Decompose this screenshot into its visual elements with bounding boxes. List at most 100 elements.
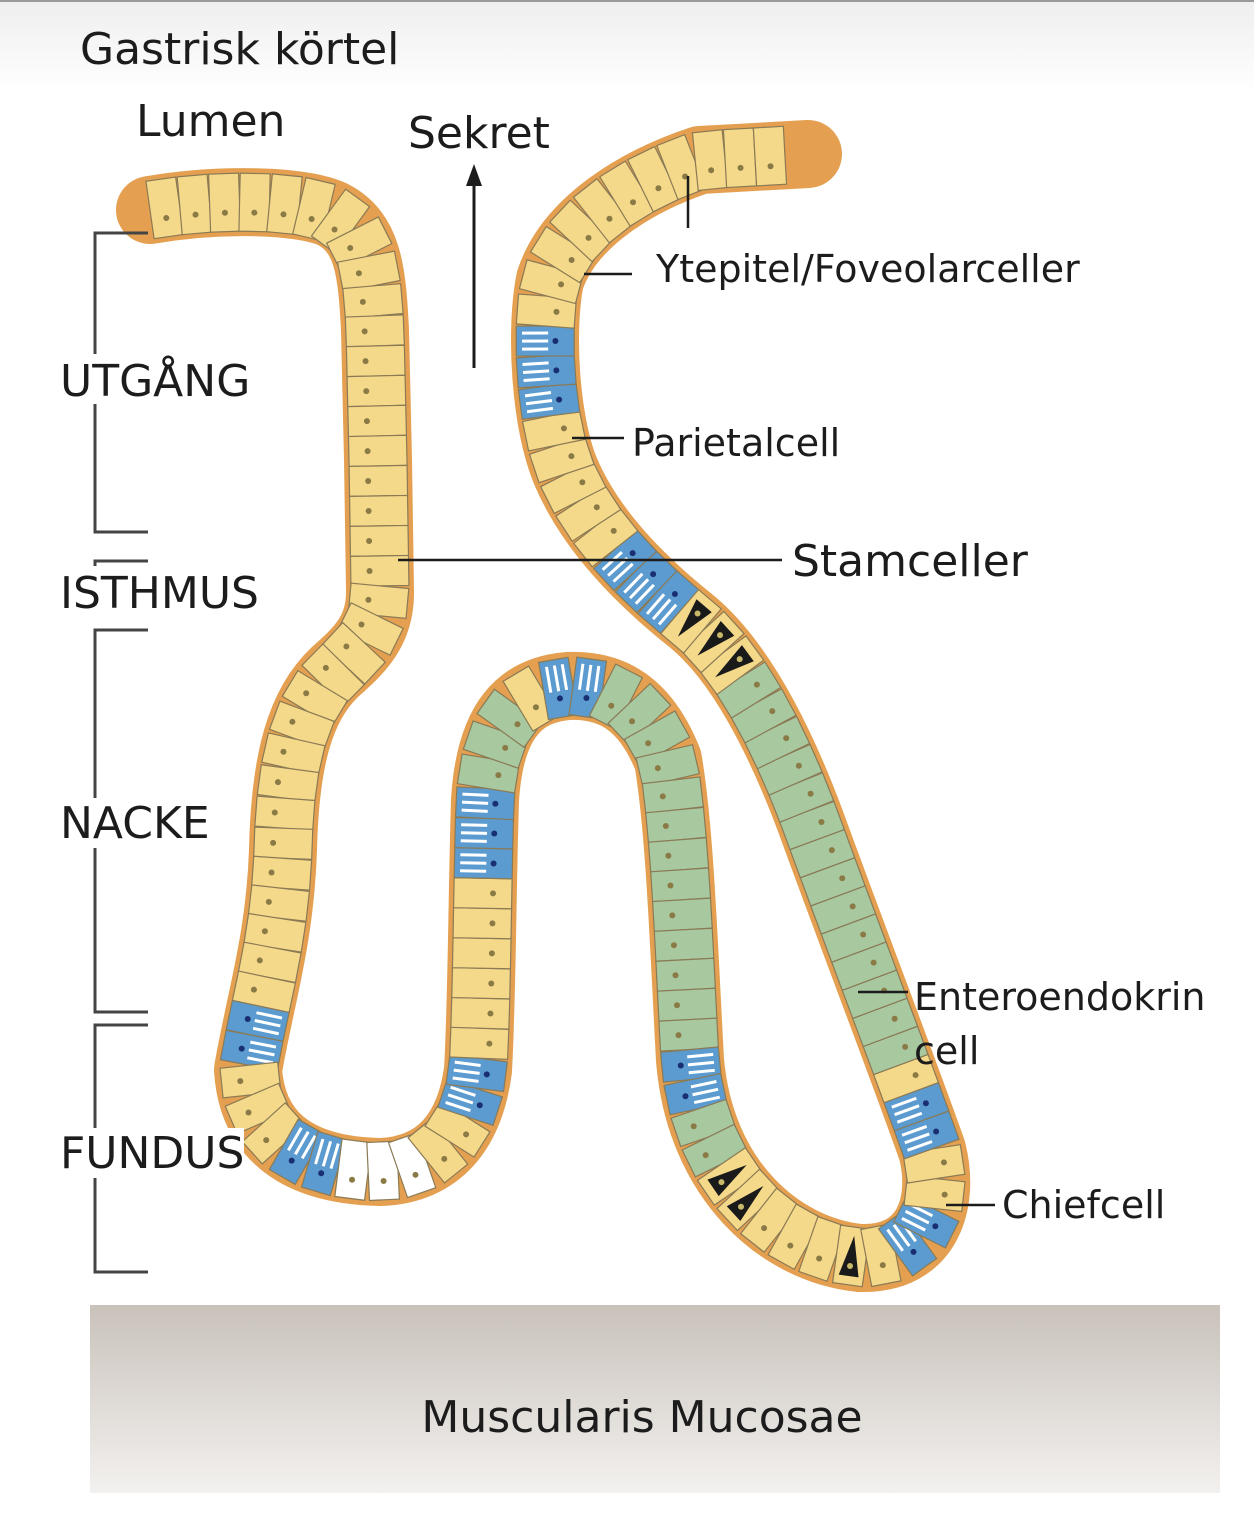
surface-cell [502,665,560,732]
parietal-canaliculi [544,663,569,693]
cell-nucleus [322,664,329,671]
cell-nucleus [244,1015,251,1022]
cell-nucleus [672,972,679,979]
cell-nucleus [659,793,666,800]
surface-cell [321,621,387,685]
surface-cell [253,826,314,860]
cell-nucleus [280,211,287,218]
enteroendocrine-granule [697,620,735,656]
cell-nucleus [670,942,677,949]
chief-cell [651,897,713,933]
cell-nucleus [902,1043,909,1050]
cell-nucleus [553,308,560,315]
surface-cell [451,937,512,970]
surface-cell [176,173,213,236]
surface-cell [691,129,729,192]
surface-cell [752,125,788,187]
chief-cell-label: Chiefcell [1002,1183,1165,1227]
parietal-canaliculi [623,572,655,605]
chief-cell [647,837,710,873]
section-label-isthmus: ISTHMUS [60,568,259,619]
surface-cell [572,177,634,244]
parietal-canaliculi [891,1096,923,1124]
cell-nucleus [365,508,372,515]
surface-cell [656,133,707,201]
title-band [0,0,1254,92]
cell-nucleus [560,425,567,432]
cell-nucleus [879,1262,886,1269]
parietal-canaliculi [522,361,550,382]
cell-nucleus [363,418,370,425]
cell-nucleus [487,1010,494,1017]
enteroendocrine-granule [726,1186,764,1221]
lumen-label: Lumen [136,96,285,147]
cell-nucleus [347,244,354,251]
cell-nucleus [163,214,170,221]
cell-nucleus [645,740,652,747]
surface-cell [336,250,401,293]
surface-cell [598,160,657,228]
page-title: Gastrisk körtel [80,24,399,75]
cell-nucleus [476,1102,483,1109]
cell-nucleus [288,1157,295,1164]
cell-nucleus [912,1072,919,1079]
secretion-label: Sekret [408,108,550,159]
surface-cell [348,494,409,527]
cell-nucleus [318,1170,325,1177]
chief-cell [635,743,701,788]
cell-nucleus [412,1171,419,1178]
cell-nucleus [818,818,825,825]
cell-nucleus [933,1128,940,1135]
cell-nucleus [488,980,495,987]
enteroendocrine-granule [707,1165,747,1197]
enteroendocrine-granule [838,1235,859,1278]
cell-nucleus [839,875,846,882]
section-labels: UTGÅNG ISTHMUS NACKE FUNDUS [58,354,259,1179]
cell-nucleus [250,986,257,993]
cell-nucleus [552,338,559,345]
cell-nucleus [870,959,877,966]
section-label-nacke: NACKE [60,798,210,849]
cell-nucleus [362,358,369,365]
cell-nucleus [769,708,776,715]
cell-nucleus [271,809,278,816]
surface-cell [451,966,512,1000]
surface-cell [554,483,622,543]
surface-cell [572,506,639,568]
parietal-canaliculi [445,1085,476,1113]
muscularis-mucosae-band [90,1305,1220,1493]
cell-nucleus [629,718,636,725]
surface-cell [345,344,406,378]
surface-cell [342,282,404,320]
cell-nucleus [787,1242,794,1249]
parietal-canaliculi [314,1138,340,1169]
surface-cell [243,912,307,953]
cell-nucleus [608,702,615,709]
cell-nucleus [761,1225,768,1232]
cell-nucleus [828,847,835,854]
cell-nucleus [331,226,338,233]
surface-cell [347,434,408,468]
chief-cell [641,776,705,815]
cell-nucleus [380,1177,387,1184]
label-bg [58,566,258,616]
parietal-canaliculi [645,593,678,626]
parietal-canaliculi [460,853,487,873]
cell-nucleus [490,860,497,867]
chief-cell [650,867,712,903]
muscularis-mucosae-label: Muscularis Mucosae [421,1392,862,1443]
cell-nucleus [251,209,258,216]
surface-cell-label: Ytepitel/Foveolarceller [655,247,1080,291]
cell-nucleus [221,209,228,216]
surface-cell [521,409,587,452]
cell-nucleus [860,931,867,938]
cell-nucleus [783,735,790,742]
surface-cell [251,855,313,891]
cell-nucleus [682,173,689,180]
parietal-canaliculi [287,1126,317,1160]
cell-nucleus [665,852,672,859]
cell-nucleus [847,1263,854,1270]
cell-nucleus [489,890,496,897]
section-label-utgang: UTGÅNG [60,354,250,407]
cell-nucleus [606,215,613,222]
